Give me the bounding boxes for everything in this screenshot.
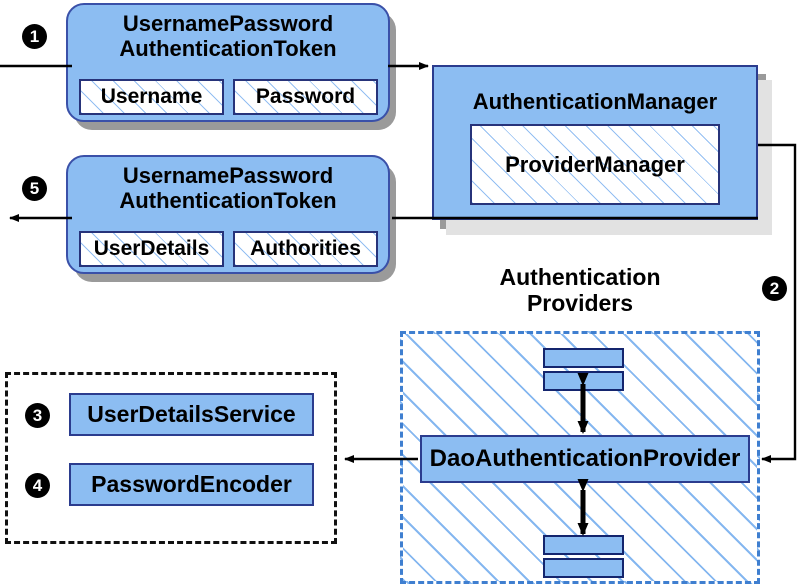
badge-2: 2 (762, 276, 787, 301)
badge-1: 1 (22, 24, 47, 49)
response-token-title: UsernamePassword AuthenticationToken (68, 157, 388, 213)
response-token-field-userdetails: UserDetails (79, 231, 224, 267)
request-token-field-password: Password (233, 79, 378, 115)
request-token-field-username: Username (79, 79, 224, 115)
badge-4: 4 (25, 473, 50, 498)
badge-5: 5 (22, 176, 47, 201)
other-provider-bar-bottom-2 (543, 558, 624, 578)
response-token-box: UsernamePassword AuthenticationToken (66, 155, 390, 274)
request-token-title-line2: AuthenticationToken (119, 35, 337, 61)
other-provider-bar-bottom-1 (543, 535, 624, 555)
dao-authentication-provider-box: DaoAuthenticationProvider (420, 435, 750, 483)
providers-group-title-line2: Providers (526, 289, 634, 316)
other-provider-bar-top-2 (543, 371, 624, 391)
authentication-manager-title: AuthenticationManager (472, 89, 718, 114)
request-token-title-line1: UsernamePassword (122, 11, 334, 36)
response-token-field-authorities: Authorities (233, 231, 378, 267)
userdetailsservice-box: UserDetailsService (69, 393, 314, 436)
request-token-title: UsernamePassword AuthenticationToken (68, 5, 388, 61)
providers-group-title: Authentication Providers (455, 264, 705, 317)
provider-manager-box: ProviderManager (470, 124, 720, 205)
other-provider-bar-top-1 (543, 348, 624, 368)
providers-group-title-line1: Authentication (499, 264, 661, 290)
passwordencoder-box: PasswordEncoder (69, 463, 314, 506)
response-token-title-line2: AuthenticationToken (119, 187, 337, 213)
badge-3: 3 (25, 403, 50, 428)
response-token-title-line1: UsernamePassword (122, 163, 334, 188)
